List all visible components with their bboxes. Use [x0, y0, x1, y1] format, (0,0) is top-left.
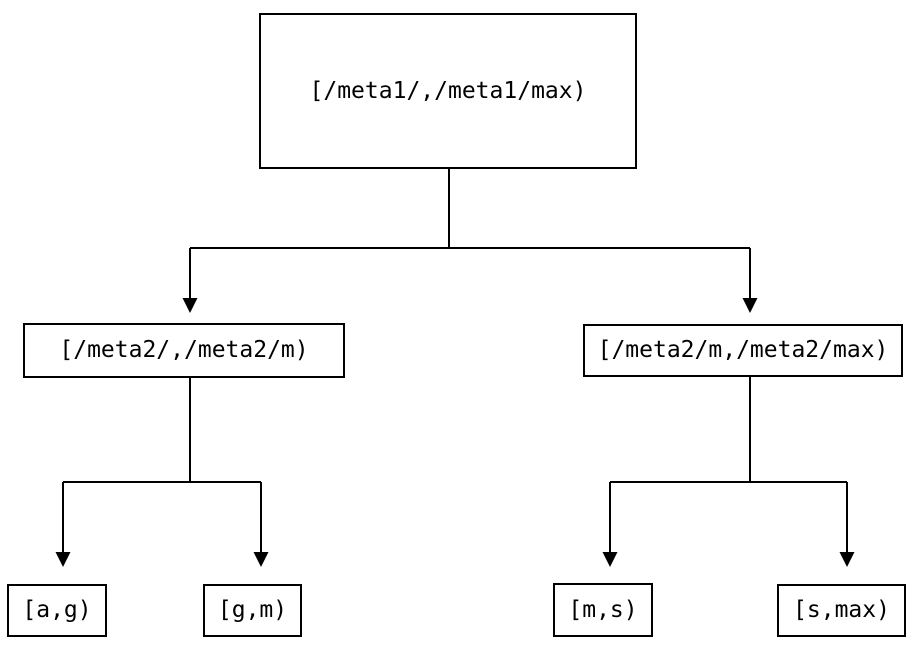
arrowhead-mid-right: [742, 298, 758, 313]
node-root: [/meta1/,/meta1/max): [259, 13, 637, 169]
arrowhead-leaf-3: [602, 552, 618, 567]
node-leaf-smax-label: [s,max): [793, 597, 890, 623]
node-mid-left: [/meta2/,/meta2/m): [23, 323, 345, 378]
node-leaf-ms: [m,s): [553, 583, 653, 637]
node-leaf-ag-label: [a,g): [22, 597, 92, 623]
node-mid-right-label: [/meta2/m,/meta2/max): [597, 337, 889, 363]
arrowhead-leaf-2: [253, 552, 269, 567]
arrowhead-leaf-1: [55, 552, 71, 567]
node-leaf-ag: [a,g): [7, 584, 107, 637]
node-mid-left-label: [/meta2/,/meta2/m): [59, 337, 309, 363]
node-leaf-ms-label: [m,s): [568, 596, 638, 623]
node-mid-right: [/meta2/m,/meta2/max): [583, 324, 903, 377]
node-leaf-gm: [g,m): [203, 584, 302, 637]
node-leaf-gm-label: [g,m): [217, 597, 288, 623]
node-leaf-smax: [s,max): [777, 584, 906, 637]
node-root-label: [/meta1/,/meta1/max): [309, 77, 587, 104]
arrowhead-leaf-4: [839, 552, 855, 567]
arrowhead-mid-left: [182, 298, 198, 313]
